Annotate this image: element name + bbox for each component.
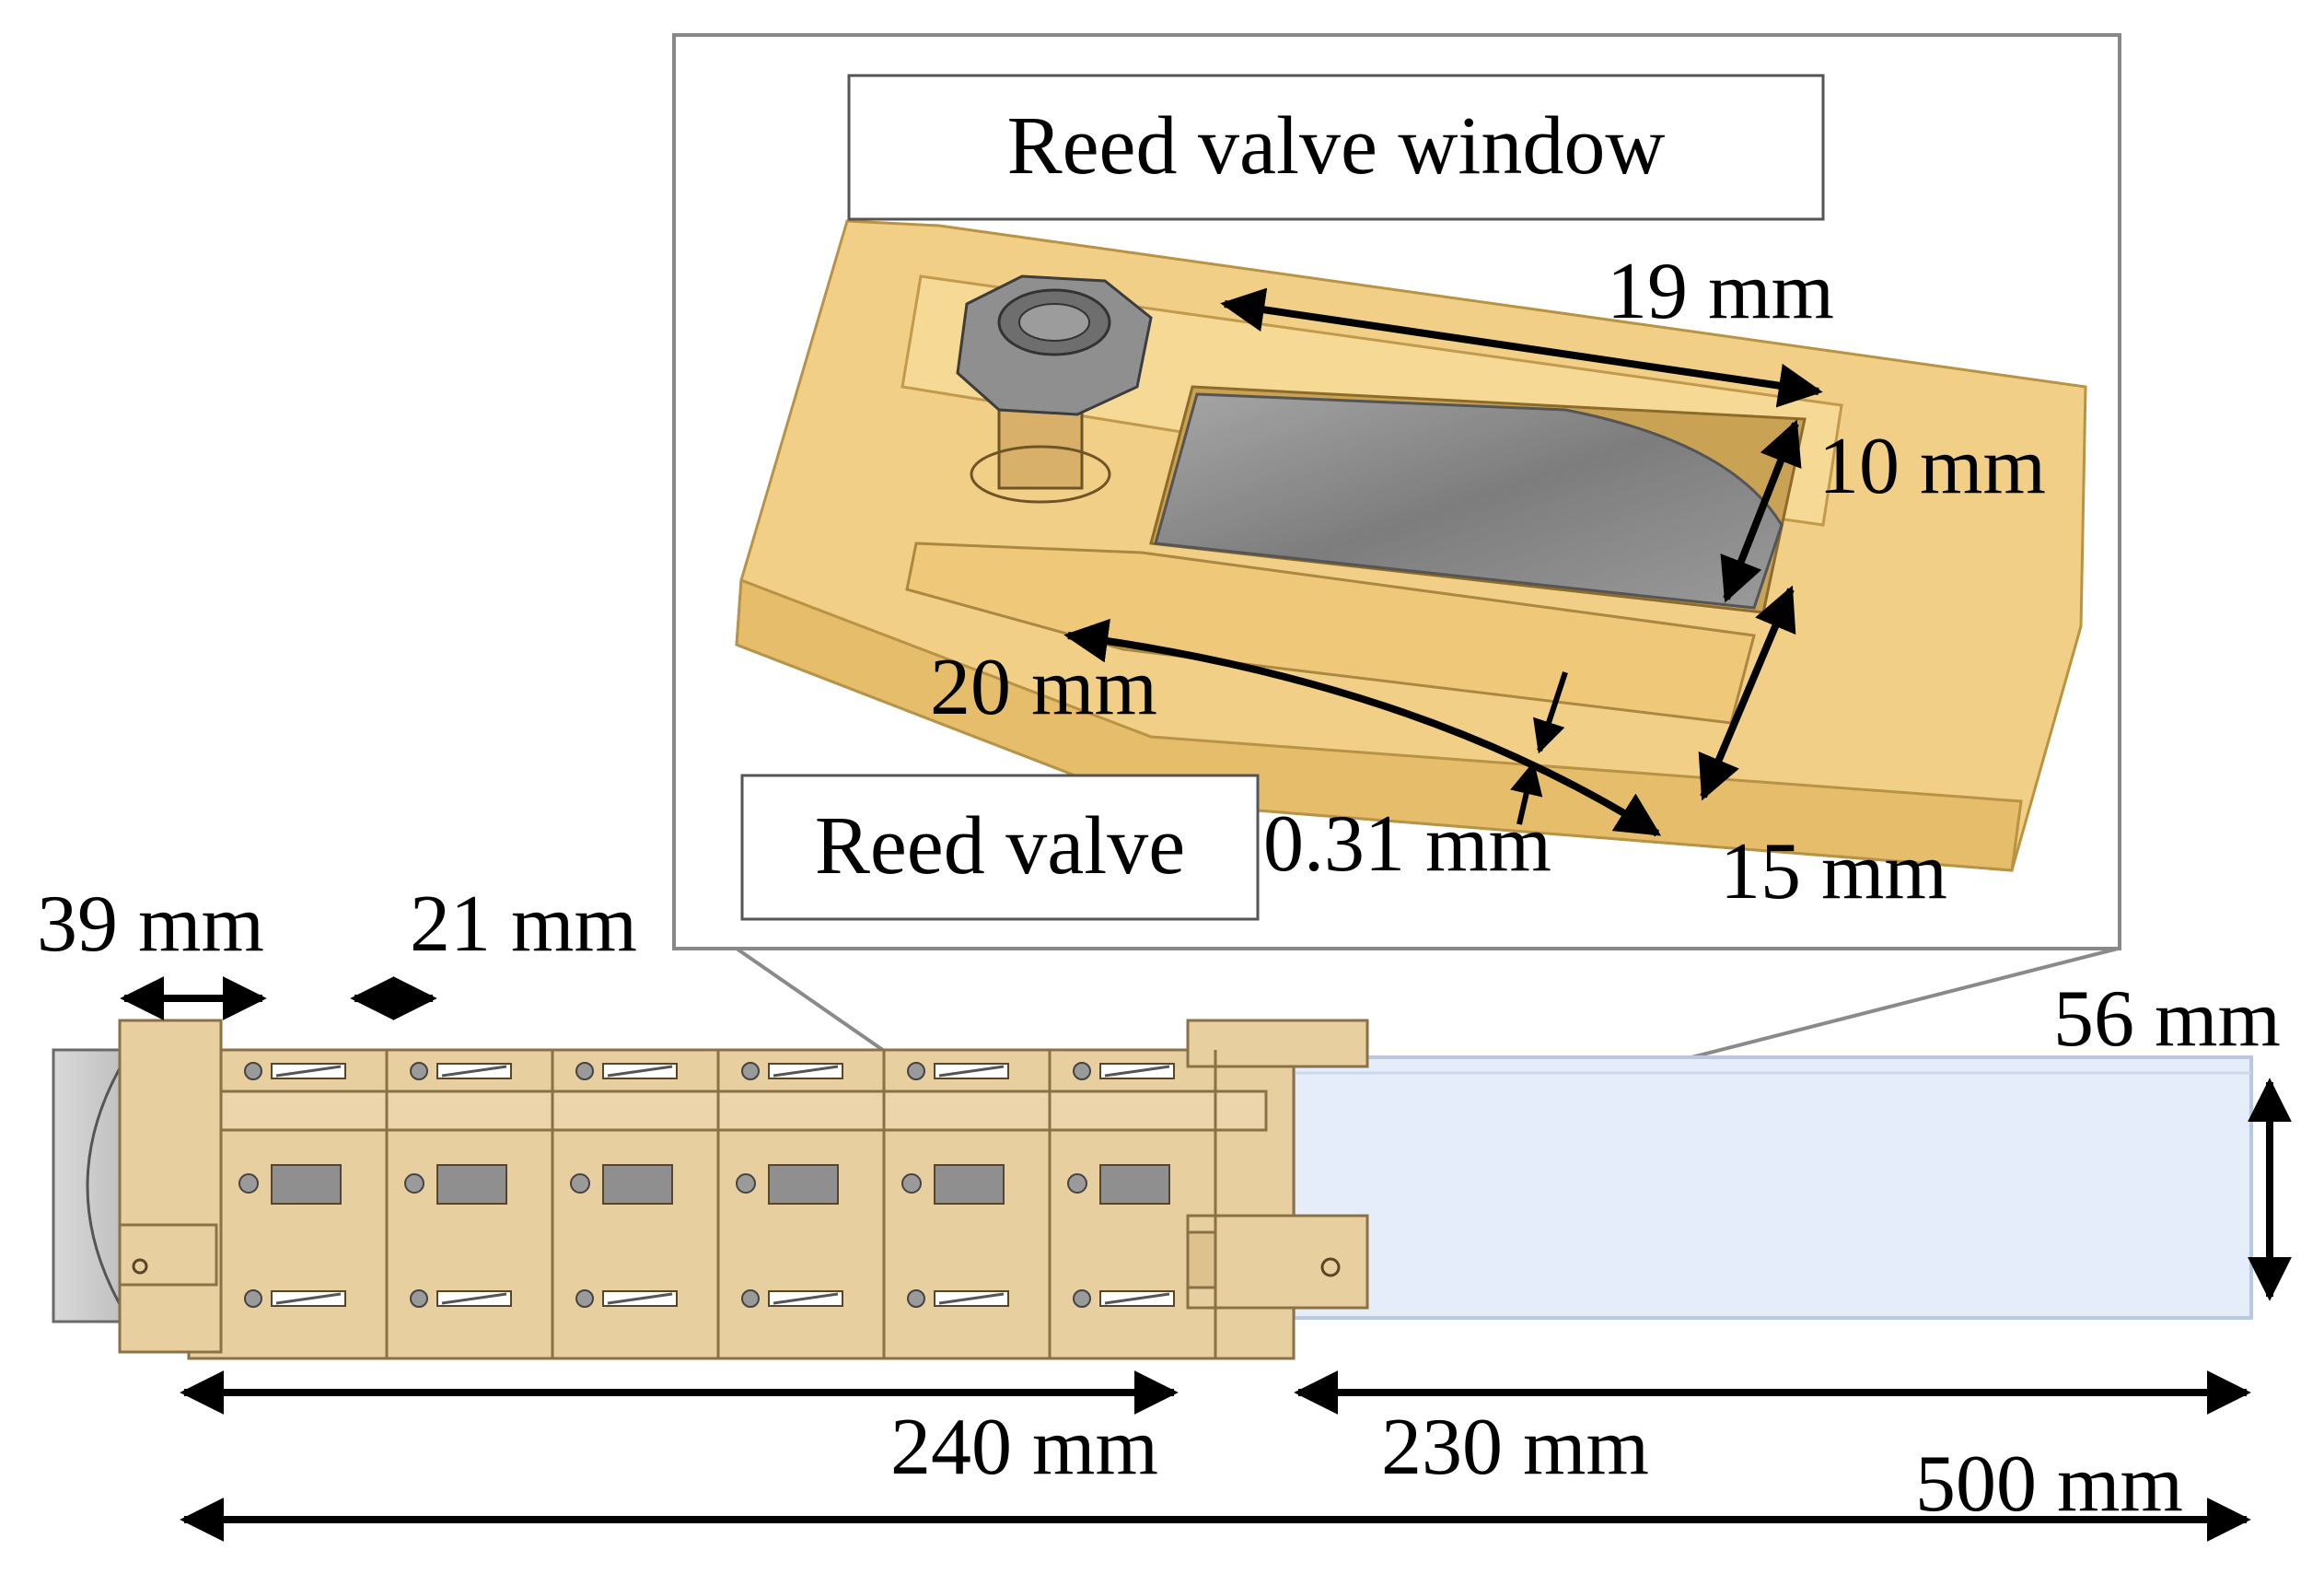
dim-label-21mm: 21 mm: [410, 880, 637, 969]
label-reed-valve-window: Reed valve window: [1007, 100, 1666, 192]
dim-arrow-031mm-top: [1533, 671, 1568, 754]
bolt-icon: [244, 1289, 262, 1308]
dim-arrow-19mm: [1220, 287, 1823, 408]
bolt-icon: [901, 1173, 922, 1194]
assembly: [52, 1019, 2292, 1360]
reed-edge: [607, 1065, 673, 1078]
bolt-icon: [238, 1173, 259, 1194]
bolt-icon: [1067, 1173, 1087, 1194]
bolt-hole: [970, 445, 1111, 504]
reed-edge: [607, 1292, 673, 1305]
dim-label-230mm: 230 mm: [1381, 1403, 1649, 1492]
left-flange: [118, 1019, 223, 1354]
dim-arrow-15mm: [1698, 585, 1796, 801]
dim-label-20mm: 20 mm: [930, 643, 1157, 732]
bolt-icon: [736, 1173, 756, 1194]
dim-arrow-10mm: [1720, 419, 1802, 603]
bolt-icon: [1073, 1289, 1091, 1308]
bolt-icon: [404, 1173, 424, 1194]
reed-valve-window: [436, 1164, 507, 1205]
nut-bore-inner: [1018, 303, 1090, 342]
left-pin: [132, 1258, 148, 1275]
dim-arrow-20mm: [1063, 618, 1662, 837]
valve-segments: [238, 1050, 1217, 1358]
bolt-icon: [244, 1062, 262, 1080]
transparent-tube: [1292, 1055, 2253, 1320]
reed-edge: [773, 1065, 839, 1078]
bolt-icon: [907, 1062, 925, 1080]
bolt-icon: [907, 1289, 925, 1308]
dim-label-56mm: 56 mm: [2053, 974, 2281, 1064]
bolt-icon: [410, 1062, 428, 1080]
reed-valve-window: [1099, 1164, 1170, 1205]
bolt-icon: [1073, 1062, 1091, 1080]
left-clamp-tab: [118, 1223, 218, 1287]
reed-valve-window: [768, 1164, 839, 1205]
reed-edge: [1104, 1292, 1170, 1305]
reed-edge: [938, 1292, 1005, 1305]
reed-edge: [275, 1292, 342, 1305]
end-cap-dome: [86, 1067, 122, 1305]
dim-label-240mm: 240 mm: [890, 1403, 1158, 1492]
reed-edge: [441, 1065, 507, 1078]
bolt-icon: [410, 1289, 428, 1308]
reed-edge: [441, 1292, 507, 1305]
bolt-icon: [575, 1062, 594, 1080]
bolt-icon: [741, 1062, 760, 1080]
reed-edge: [938, 1065, 1005, 1078]
dim-arrow-031mm-bottom: [1510, 761, 1543, 825]
label-reed-valve: Reed valve: [815, 800, 1185, 892]
bolt-icon: [570, 1173, 590, 1194]
bolt-icon: [575, 1289, 594, 1308]
label-box-reed-valve-window: [847, 74, 1825, 221]
dim-label-031mm: 0.31 mm: [1263, 799, 1551, 889]
inset-panel: Reed valve window Reed valve 19 mm 10 mm…: [672, 33, 2121, 950]
bolt-icon: [741, 1289, 760, 1308]
dim-label-19mm: 19 mm: [1607, 247, 1834, 336]
dim-label-500mm: 500 mm: [1915, 1439, 2183, 1529]
dim-label-15mm: 15 mm: [1720, 827, 1947, 916]
reed-valve-window: [602, 1164, 673, 1205]
reed-valve-window: [271, 1164, 342, 1205]
dim-label-39mm: 39 mm: [37, 880, 264, 969]
reed-valve-window: [934, 1164, 1005, 1205]
dim-label-10mm: 10 mm: [1819, 422, 2046, 511]
right-pin: [1320, 1257, 1341, 1277]
reed-edge: [1104, 1065, 1170, 1078]
right-clamp-tab: [1186, 1230, 1217, 1289]
reed-edge: [275, 1065, 342, 1078]
top-rail: [187, 1090, 1268, 1132]
right-collar: [1186, 1019, 1369, 1068]
reed-edge: [773, 1292, 839, 1305]
